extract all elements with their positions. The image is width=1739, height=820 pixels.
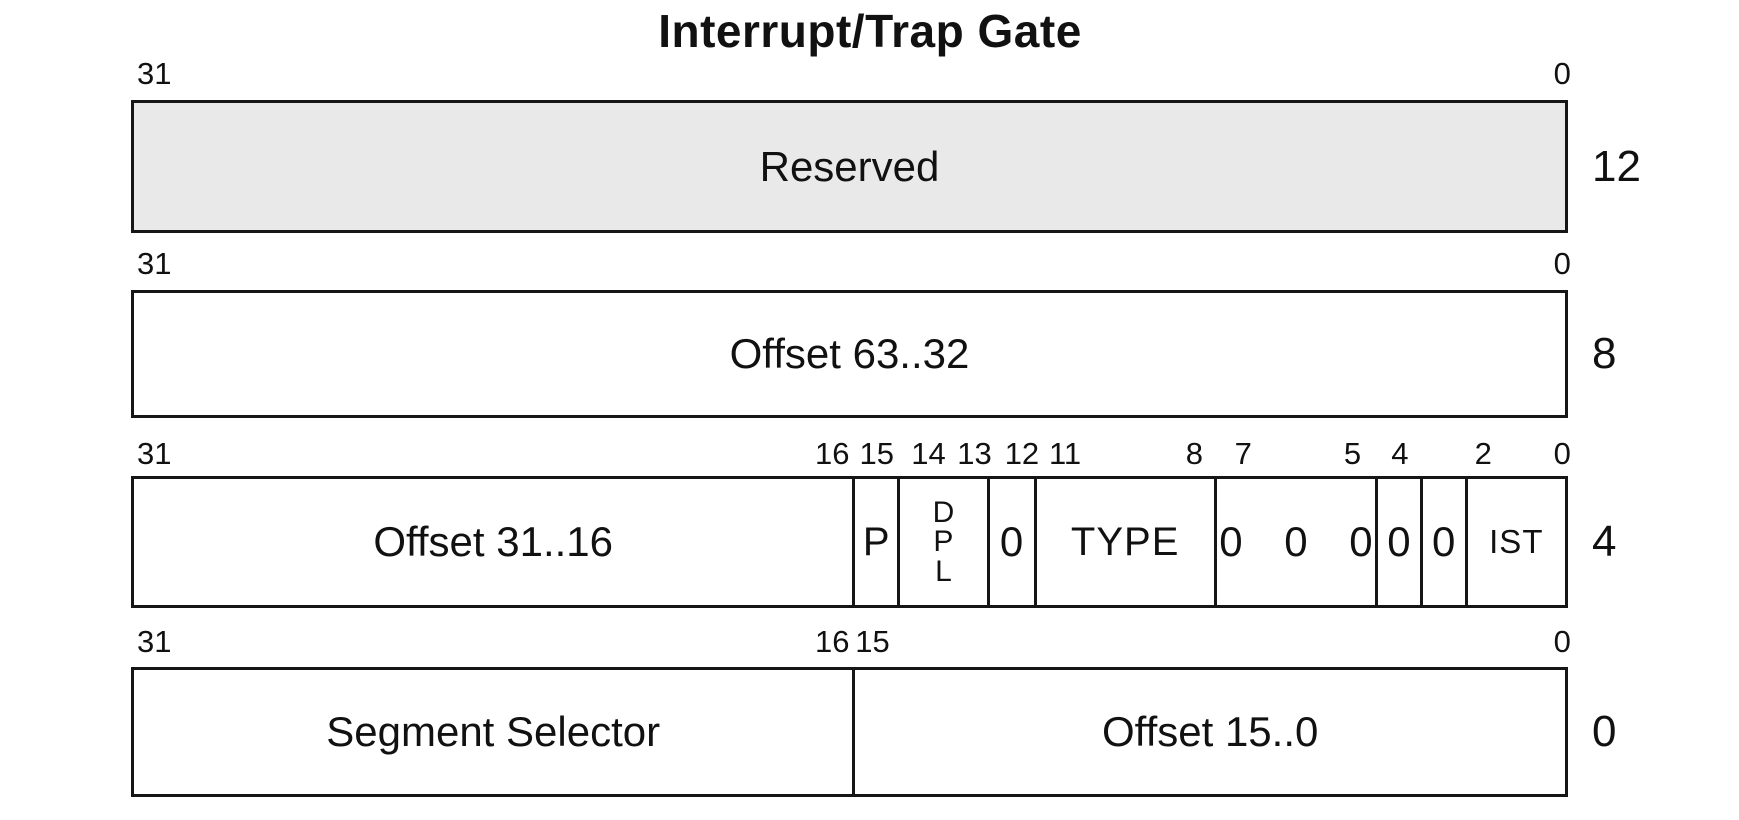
field-reserved: Reserved: [134, 103, 1565, 230]
bit-label: 0: [1553, 56, 1571, 91]
byte-offset-label: 4: [1592, 517, 1617, 566]
row-selector-offset: Segment Selector Offset 15..0: [131, 667, 1568, 797]
bit-label: 31: [137, 56, 172, 91]
field-dpl: DPL: [897, 479, 987, 605]
bit-label: 0: [1553, 246, 1571, 281]
bit-label: 31: [137, 436, 172, 471]
bit-label: 5: [1343, 436, 1362, 471]
field-zero-bit4: 0: [1375, 479, 1420, 605]
dpl-text: DPL: [932, 495, 955, 588]
field-segment-selector: Segment Selector: [326, 708, 661, 755]
bit-label: 0: [1553, 624, 1571, 659]
bit-labels-dword1: 31 16 15 14 13 12 11 8 7 5 4 2 0: [131, 436, 1571, 474]
bit-label: 16: [815, 624, 850, 659]
field-offset-63-32: Offset 63..32: [729, 330, 970, 377]
bit-label: 2: [1474, 436, 1492, 471]
row-attributes: Offset 31..16 P DPL 0 TYPE 0 0 0 0 0 IST: [131, 476, 1568, 608]
bit-label: 13: [957, 436, 992, 471]
field-zero-bit3: 0: [1419, 479, 1465, 605]
diagram-title: Interrupt/Trap Gate: [658, 5, 1082, 57]
row-reserved: Reserved: [131, 100, 1568, 233]
field-zeros-bits7-5: 0 0 0: [1213, 479, 1375, 605]
field-zero-bit12: 0: [986, 479, 1034, 605]
bit-label: 15: [859, 436, 895, 471]
field-type: TYPE: [1033, 479, 1214, 605]
bit-labels-dword0: 31 16 15 0: [131, 624, 1571, 662]
bit-label: 31: [137, 624, 172, 659]
bit-label: 8: [1185, 436, 1203, 471]
bit-label: 31: [137, 246, 172, 281]
bit-label: 0: [1553, 436, 1571, 471]
bit-label: 14: [911, 436, 946, 471]
field-offset-15-0: Offset 15..0: [852, 670, 1565, 794]
field-present-bit: P: [852, 479, 897, 605]
bit-label: 15: [855, 624, 890, 659]
bit-label: 11: [1048, 436, 1082, 471]
byte-offset-label: 8: [1592, 329, 1617, 378]
bit-labels-dword3: 31 0: [131, 56, 1571, 94]
bit-label: 7: [1234, 436, 1252, 471]
field-ist: IST: [1464, 479, 1565, 605]
bit-label: 12: [1004, 436, 1040, 471]
byte-offset-label: 12: [1592, 141, 1641, 191]
row-offset-high: Offset 63..32: [131, 290, 1568, 418]
bit-label: 4: [1391, 436, 1409, 471]
bit-labels-dword2: 31 0: [131, 246, 1571, 284]
bit-label: 16: [815, 436, 850, 471]
byte-offset-label: 0: [1592, 707, 1617, 756]
field-offset-31-16: Offset 31..16: [373, 518, 614, 565]
